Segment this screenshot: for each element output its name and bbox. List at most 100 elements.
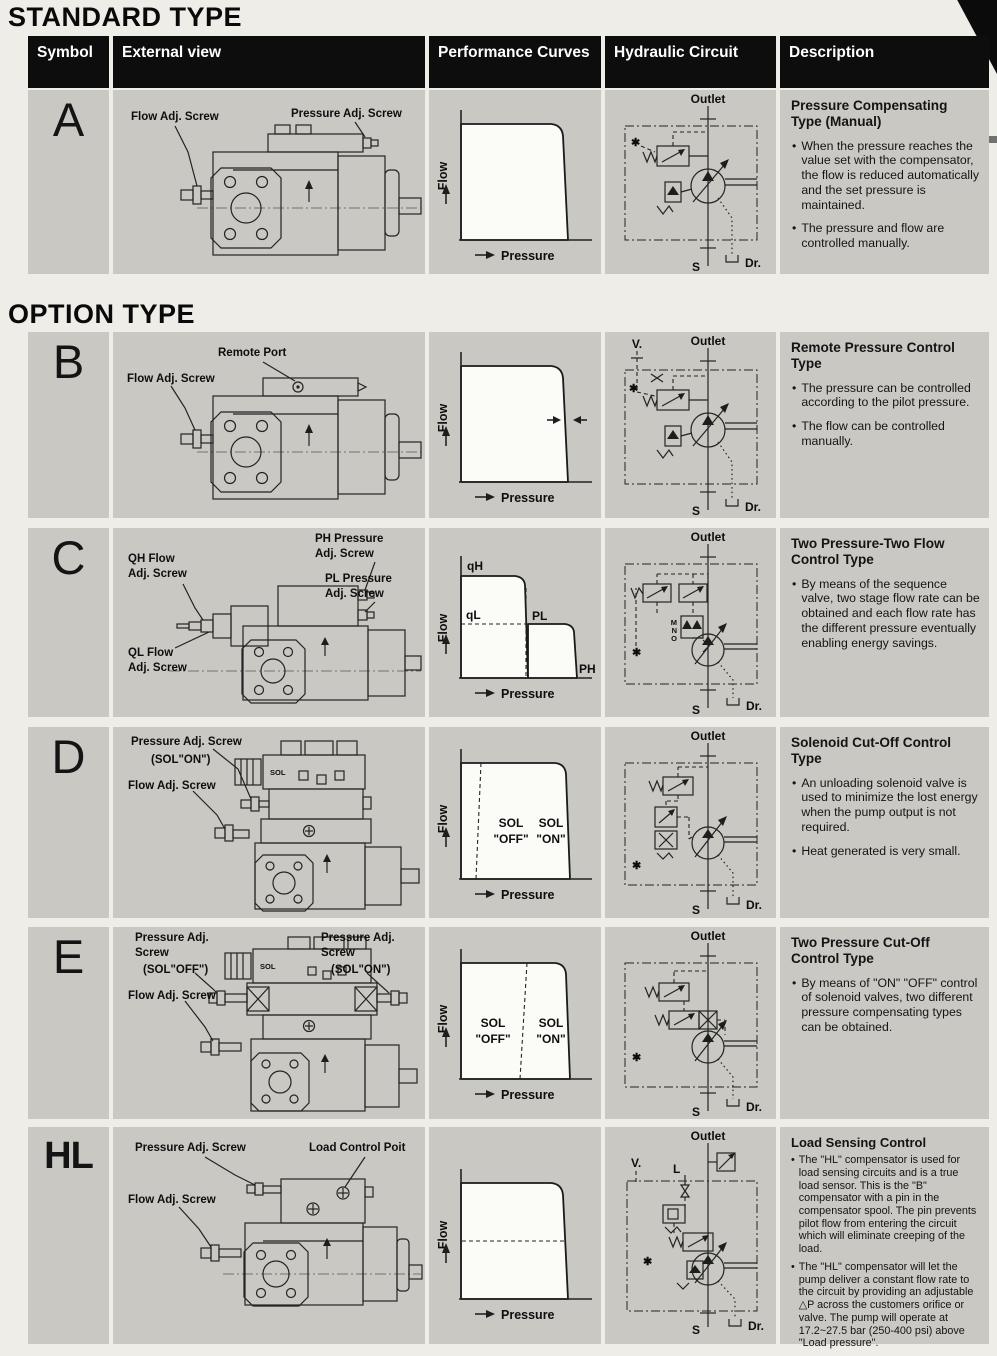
description-bullet: The pressure and flow are controlled man… <box>801 221 945 251</box>
external-view-a: Flow Adj. Screw Pressure Adj. Screw <box>113 90 425 274</box>
scan-artifact <box>984 136 997 143</box>
description-bullet: When the pressure reaches the value set … <box>801 138 980 212</box>
description-title: Solenoid Cut-Off Control Type <box>791 735 952 766</box>
sol-off-label: SOL <box>499 816 524 830</box>
sol-on-label: SOL <box>539 1016 564 1030</box>
performance-curve-b: Flow Pressure <box>429 332 601 518</box>
header-symbol: Symbol <box>28 36 109 88</box>
circuit-diagram-e: Outlet ✱ S Dr. <box>624 929 762 1119</box>
s-port-label: S <box>692 903 700 917</box>
flow-axis-label: Flow <box>436 613 450 642</box>
curve-chart-e: SOL "OFF" SOL "ON" Flow Pressure <box>436 949 592 1102</box>
pump-drawing-a <box>174 121 422 256</box>
description-bullet: By means of the sequence valve, two stag… <box>801 576 980 650</box>
label-sol-on: (SOL"ON") <box>151 754 211 766</box>
pressure-axis-label: Pressure <box>501 1308 555 1322</box>
hydraulic-circuit-hl: Outlet V. L ✱ S Dr. <box>605 1127 776 1344</box>
drain-label: Dr. <box>746 898 762 912</box>
label-remote-port: Remote Port <box>218 347 287 359</box>
pressure-axis-label: Pressure <box>501 249 555 263</box>
circuit-diagram-b: Outlet V. ✱ S Dr. <box>624 334 761 518</box>
sol-tag: SOL <box>260 962 276 971</box>
flow-axis-label: Flow <box>436 804 450 833</box>
external-view-e: SOL Pressure Adj.Screw (SOL"OFF") Pressu… <box>113 927 425 1119</box>
m-label: M <box>671 618 677 627</box>
l-port-label: L <box>673 1162 680 1176</box>
flow-axis-label: Flow <box>436 403 450 432</box>
flow-axis-label: Flow <box>436 1220 450 1249</box>
label-flow-adj-screw: Flow Adj. Screw <box>127 373 215 385</box>
n-label: N <box>672 626 677 635</box>
description-bullet: The "HL" compensator will let the pump d… <box>798 1260 974 1350</box>
external-view-hl: Pressure Adj. Screw Load Control Poit Fl… <box>113 1127 425 1344</box>
symbol-c: C <box>28 528 109 717</box>
description-bullet: Heat generated is very small. <box>801 843 961 858</box>
label-pressure-adj-screw: Pressure Adj. Screw <box>131 736 242 748</box>
pilot-asterisk: ✱ <box>632 647 641 659</box>
flow-axis-label: Flow <box>436 1004 450 1033</box>
circuit-diagram-c: Outlet M N O ✱ S Dr. <box>624 530 762 717</box>
description-bullet: By means of "ON" "OFF" control of soleno… <box>801 975 978 1034</box>
qh-label: qH <box>467 559 483 573</box>
v-port-label: V. <box>631 1156 641 1170</box>
pl-label: PL <box>532 609 547 623</box>
pump-drawing-b <box>170 361 422 500</box>
pressure-axis-label: Pressure <box>501 687 555 701</box>
curve-chart-b: Flow Pressure <box>436 352 592 505</box>
curve-chart-d: SOL "OFF" SOL "ON" Flow Pressure <box>436 749 592 902</box>
curve-chart-c: qH qL PL PH Flow Pressure <box>436 556 596 701</box>
description-d: Solenoid Cut-Off Control Type An unloadi… <box>780 727 989 918</box>
pump-drawing-c <box>169 561 422 704</box>
hydraulic-circuit-a: Outlet ✱ S Dr. <box>605 90 776 274</box>
label-flow-adj-screw: Flow Adj. Screw <box>128 990 216 1002</box>
curve-chart-a: Flow Pressure <box>436 110 592 263</box>
performance-curve-a: Flow Pressure <box>429 90 601 274</box>
external-view-d: SOL Pressure Adj. Screw (SOL"ON") Flow A… <box>113 727 425 918</box>
description-title: Load Sensing Control <box>791 1135 927 1150</box>
hydraulic-circuit-d: Outlet ✱ S Dr. <box>605 727 776 918</box>
pressure-axis-label: Pressure <box>501 888 555 902</box>
label-flow-adj-screw: Flow Adj. Screw <box>131 111 219 123</box>
label-pressure-sol-on: Pressure Adj.Screw <box>321 932 395 959</box>
circuit-diagram-d: Outlet ✱ S Dr. <box>624 729 762 917</box>
symbol-a: A <box>28 90 109 274</box>
option-type-title: OPTION TYPE <box>8 299 196 329</box>
drain-label: Dr. <box>745 500 761 514</box>
drain-label: Dr. <box>746 699 762 713</box>
description-c: Two Pressure-Two Flow Control Type By me… <box>780 528 989 717</box>
performance-curve-hl: Flow Pressure <box>429 1127 601 1344</box>
curve-chart-hl: Flow Pressure <box>436 1169 592 1322</box>
label-flow-adj-screw: Flow Adj. Screw <box>128 1194 216 1206</box>
description-hl: Load Sensing Control The "HL" compensato… <box>780 1127 989 1349</box>
description-bullet: The flow can be controlled manually. <box>801 419 945 448</box>
o-label: O <box>671 634 677 643</box>
ph-label: PH <box>579 662 596 676</box>
s-port-label: S <box>692 1323 700 1337</box>
header-description: Description <box>780 36 989 88</box>
performance-curve-e: SOL "OFF" SOL "ON" Flow Pressure <box>429 927 601 1119</box>
outlet-label: Outlet <box>691 334 726 348</box>
outlet-label: Outlet <box>691 729 726 743</box>
label-pressure-adj-screw: Pressure Adj. Screw <box>291 108 402 120</box>
header-performance-curves: Performance Curves <box>429 36 601 88</box>
symbol-hl: HL <box>28 1127 109 1344</box>
pilot-asterisk: ✱ <box>631 137 640 149</box>
label-load-control-port: Load Control Poit <box>309 1142 406 1154</box>
symbol-d: D <box>28 727 109 918</box>
description-title: Two Pressure-Two Flow Control Type <box>791 536 945 567</box>
pump-drawing-e: SOL <box>184 936 418 1112</box>
svg-text:"OFF": "OFF" <box>475 1032 510 1046</box>
pilot-asterisk: ✱ <box>643 1256 652 1268</box>
performance-curve-c: qH qL PL PH Flow Pressure <box>429 528 601 717</box>
performance-curve-d: SOL "OFF" SOL "ON" Flow Pressure <box>429 727 601 918</box>
outlet-label: Outlet <box>691 1129 726 1143</box>
symbol-b: B <box>28 332 109 518</box>
svg-text:"ON": "ON" <box>536 1032 565 1046</box>
hydraulic-circuit-c: Outlet M N O ✱ S Dr. <box>605 528 776 717</box>
circuit-diagram-a: Outlet ✱ S Dr. <box>624 92 761 274</box>
description-b: Remote Pressure Control Type The pressur… <box>780 332 989 518</box>
ql-label: qL <box>466 608 481 622</box>
